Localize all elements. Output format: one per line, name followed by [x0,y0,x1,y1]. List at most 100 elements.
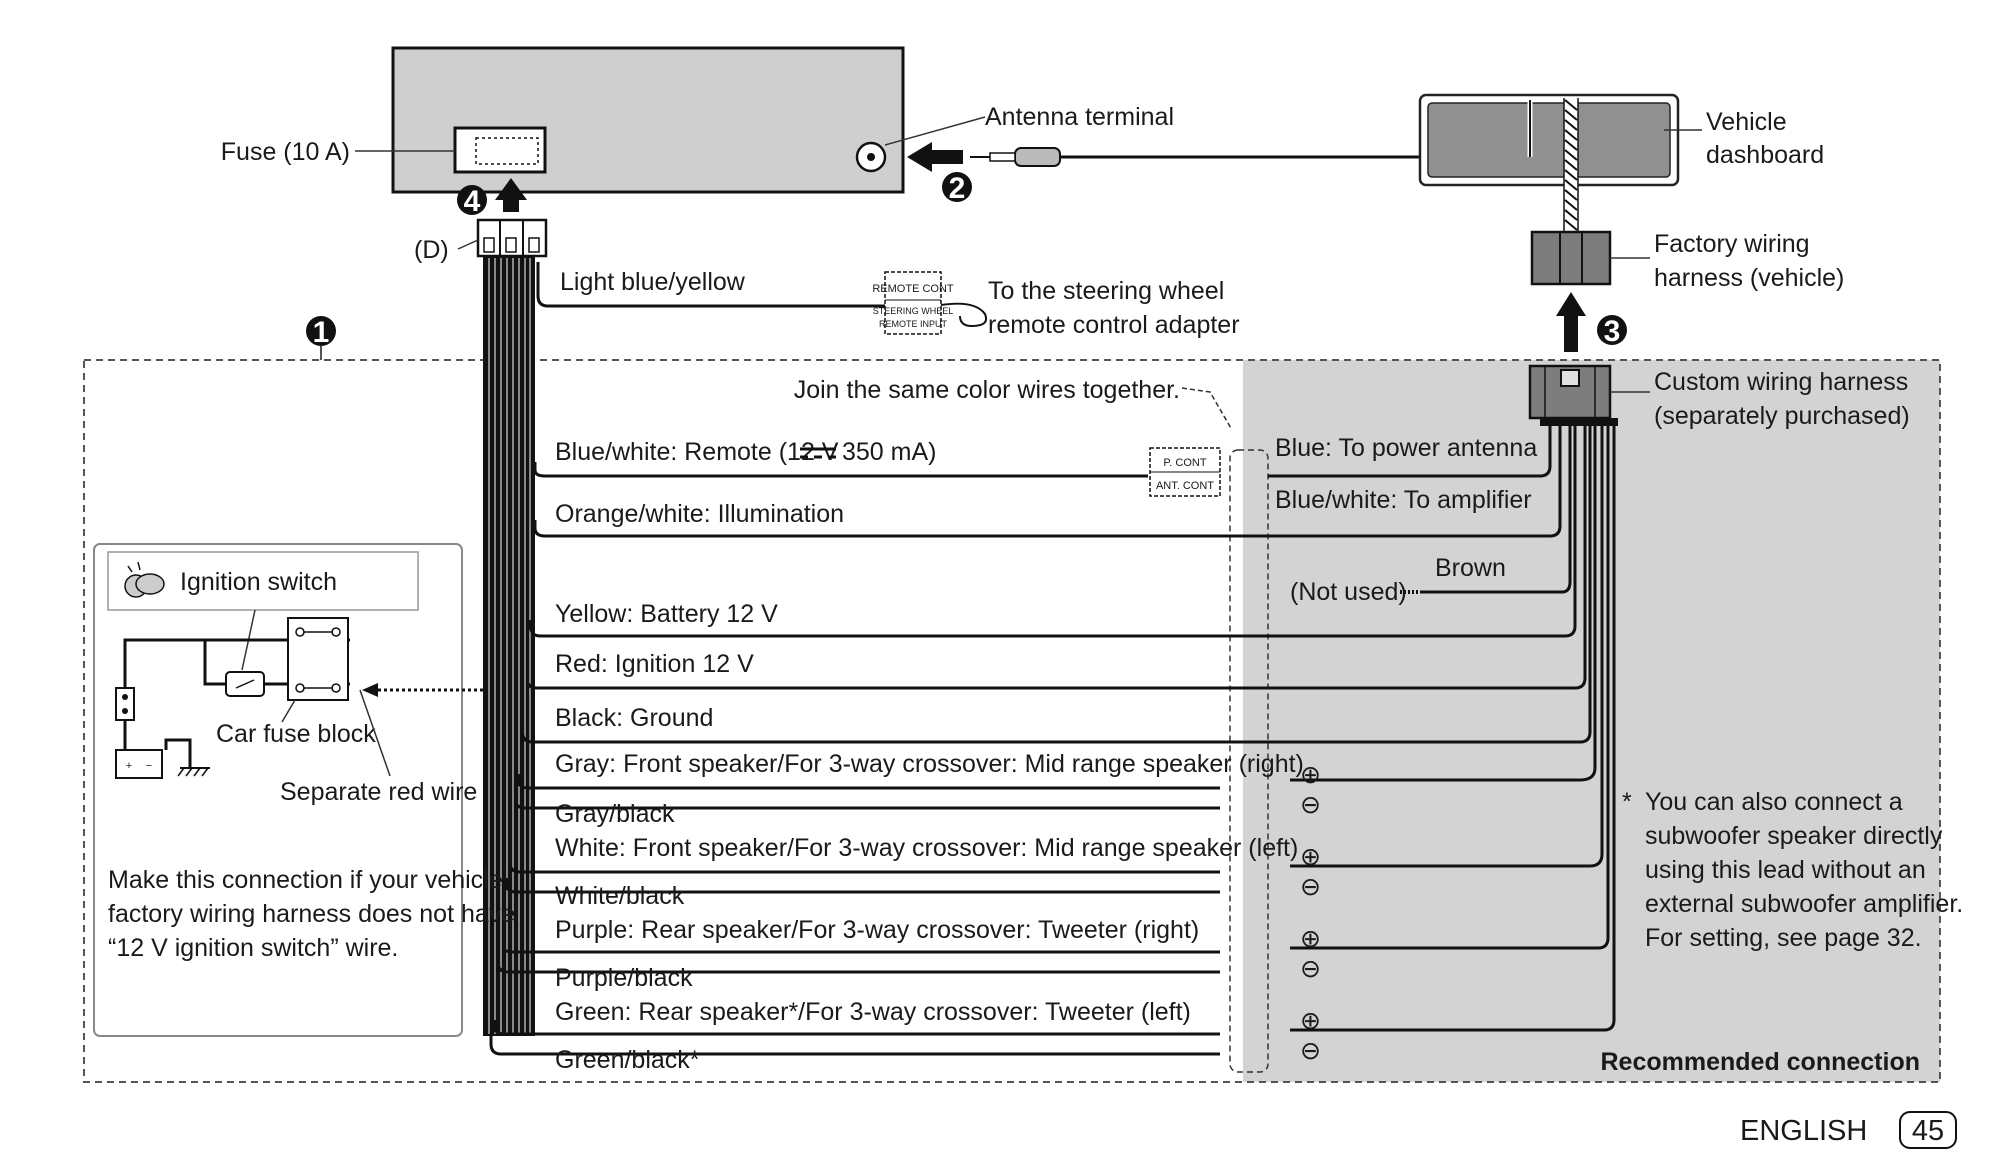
join-note: Join the same color wires together. [794,376,1180,404]
arrow-up-icon [495,178,527,212]
dc-symbol-icon [800,447,836,459]
wire-right-white [1290,420,1604,868]
antenna-terminal-icon [855,141,887,173]
steering-target-label-2: remote control adapter [988,311,1240,339]
wire-red [525,420,1587,690]
wire-light-blue-yellow [536,262,885,308]
subwoofer-note-line5: For setting, see page 32. [1645,924,1922,952]
svg-text:REMOTE INPUT: REMOTE INPUT [879,319,948,329]
unit-connector-socket [453,126,547,174]
subwoofer-note-line4: external subwoofer amplifier. [1645,890,1963,918]
subwoofer-note-line1: You can also connect a [1645,788,1903,816]
wire-bundle-left [483,256,535,1036]
wire-black [521,420,1592,744]
page-language: ENGLISH [1740,1115,1867,1147]
subwoofer-note-star: * [1622,788,1632,816]
wire-label-brown: Brown [1435,554,1506,582]
wire-green [493,1020,1220,1036]
arrow-left-icon [907,142,963,172]
wire-label-yellow: Yellow: Battery 12 V [555,600,778,628]
svg-text:4: 4 [464,185,481,218]
ignition-note-line1: Make this connection if your vehicle [108,866,503,894]
svg-text:P. CONT: P. CONT [1163,457,1206,469]
ignition-key-icon [124,561,165,598]
wire-orange-white [533,420,1562,538]
ignition-note-line2: factory wiring harness does not have [108,900,515,928]
vehicle-dashboard-label: Vehicle [1706,108,1787,136]
wire-label-right-blue-white: Blue/white: To amplifier [1275,486,1532,514]
steering-target-label: To the steering wheel [988,277,1224,305]
wire-gray-black [513,790,1220,810]
minus-icon: ⊖ [1300,955,1321,983]
vehicle-dashboard-label-2: dashboard [1706,141,1824,169]
factory-harness-connector [1530,230,1612,286]
factory-harness-label-2: harness (vehicle) [1654,264,1844,292]
wire-label-blue-white-current: 350 mA) [842,438,936,466]
steering-remote-tag: REMOTE CONT STEERING WHEEL REMOTE INPUT [872,271,988,335]
custom-harness-connector [1528,364,1612,420]
junction-zone [1229,449,1269,1073]
plus-icon: ⊕ [1300,1007,1321,1035]
wire-white-black [505,878,1220,894]
separate-red-wire [362,683,483,697]
battery-icon: + − [115,749,163,779]
wire-yellow [529,420,1577,638]
svg-text:STEERING WHEEL: STEERING WHEEL [873,306,954,316]
svg-text:1: 1 [313,316,330,349]
wire-label-white: White: Front speaker/For 3-way crossover… [555,834,1298,862]
wire-label-right-blue: Blue: To power antenna [1275,434,1537,462]
svg-text:3: 3 [1604,315,1621,348]
wire-label-gray-black: Gray/black [555,800,675,828]
wire-bundle-right [1540,418,1618,426]
wire-label-purple: Purple: Rear speaker/For 3-way crossover… [555,916,1199,944]
custom-harness-label-2: (separately purchased) [1654,402,1910,430]
minus-icon: ⊖ [1300,1037,1321,1065]
wire-label-not-used: (Not used) [1290,578,1407,606]
plus-icon: ⊕ [1300,843,1321,871]
subwoofer-note-line3: using this lead without an [1645,856,1926,884]
ground-icon [177,767,210,777]
step-4-marker: 4 [457,185,487,218]
plus-icon: ⊕ [1300,761,1321,789]
wire-runs [489,420,1616,1056]
vehicle-dashboard [1418,93,1680,233]
plus-icon: ⊕ [1300,925,1321,953]
wire-label-green-black: Green/black* [555,1046,700,1074]
wire-label-orange-white: Orange/white: Illumination [555,500,844,528]
page-number: 45 [1912,1115,1944,1147]
minus-icon: ⊖ [1300,791,1321,819]
connector-d-label: (D) [414,236,449,264]
wire-label-light-blue-yellow: Light blue/yellow [560,268,746,296]
wire-purple-black [497,958,1220,974]
wire-right-purple [1290,420,1610,950]
svg-text:−: − [146,760,152,772]
step-2-marker: 2 [942,172,972,205]
wire-label-red: Red: Ignition 12 V [555,650,754,678]
head-unit [391,46,905,194]
minus-icon: ⊖ [1300,873,1321,901]
connection-frame [83,359,1941,1083]
svg-text:ANT. CONT: ANT. CONT [1156,480,1214,492]
recommended-connection-label: Recommended connection [1601,1048,1921,1076]
car-fuse-block-label: Car fuse block [216,720,376,748]
step-3-marker: 3 [1597,315,1627,348]
factory-harness-label: Factory wiring [1654,230,1810,258]
svg-text:+: + [126,760,132,772]
wire-label-blue-white: Blue/white: Remote (12 V [555,438,839,466]
car-fuse-block-icon [287,617,349,701]
separate-red-wire-label: Separate red wire [280,778,477,806]
subwoofer-note-line2: subwoofer speaker directly [1645,822,1943,850]
arrow-up-icon [1556,292,1586,352]
wire-white [509,860,1220,874]
inline-fuse-icon [115,687,135,721]
svg-text:2: 2 [949,172,966,205]
fuse-label: Fuse (10 A) [221,138,350,166]
wire-green-black [489,1034,1220,1056]
wire-blue-white [533,462,1148,478]
wire-right-brown [1420,420,1572,594]
wire-label-green: Green: Rear speaker*/For 3-way crossover… [555,998,1191,1026]
harness-cable-icon [1563,98,1579,233]
page-number-box [1899,1111,1957,1149]
unit-harness-connector [476,218,548,258]
